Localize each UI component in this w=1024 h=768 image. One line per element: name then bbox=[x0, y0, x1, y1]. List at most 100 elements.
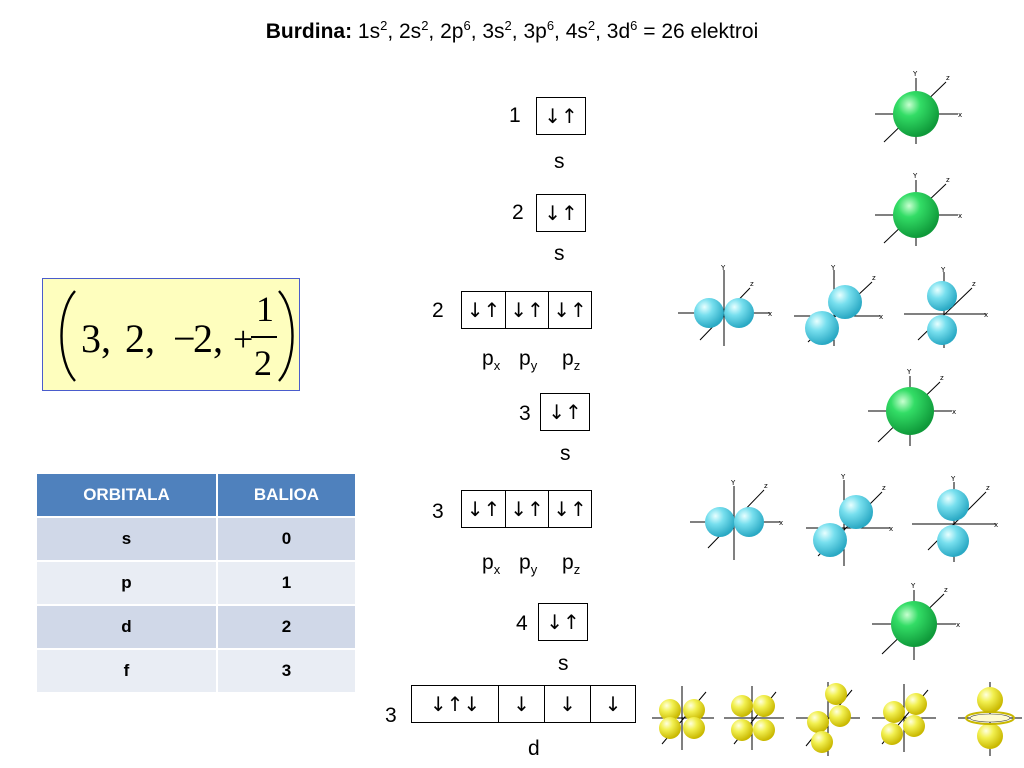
py-orbital-icon: Y x z bbox=[806, 473, 893, 566]
orbital-box-cell: ↓↑ bbox=[544, 104, 578, 128]
level-3d-box: ↓↑↓ ↓ ↓ ↓ bbox=[411, 685, 636, 723]
orbital-value-table: ORBITALA BALIOA s 0 p 1 d 2 f 3 bbox=[37, 474, 358, 692]
formula-numerator: 1 bbox=[256, 289, 274, 329]
orbital-box-cell: ↓↑ bbox=[548, 400, 582, 424]
svg-text:z: z bbox=[946, 74, 950, 82]
orbital-box-cell: ↓ bbox=[498, 686, 544, 722]
title-config-4: , 3p6 bbox=[511, 18, 555, 43]
s-orbital-icon: Y x z bbox=[872, 582, 960, 660]
level-3s-number: 3 bbox=[519, 402, 531, 425]
level-2p-label-px: px bbox=[482, 347, 501, 374]
d-orbital-icon-5 bbox=[958, 682, 1022, 756]
level-4s-box: ↓↑ bbox=[538, 603, 588, 641]
orbital-box-cell: ↓↑ bbox=[548, 292, 591, 328]
svg-text:z: z bbox=[872, 274, 876, 282]
level-1s-box: ↓↑ bbox=[536, 97, 586, 135]
level-3p-label-px: px bbox=[482, 551, 501, 578]
table-row: f 3 bbox=[37, 648, 358, 692]
table-cell-value: 3 bbox=[216, 648, 358, 692]
level-3p-label-pz: pz bbox=[562, 551, 581, 578]
formula-ml: 2, bbox=[193, 316, 223, 361]
svg-text:x: x bbox=[952, 408, 956, 416]
table-cell-value: 1 bbox=[216, 560, 358, 605]
px-orbital-icon: Y x z bbox=[678, 264, 772, 346]
svg-text:x: x bbox=[889, 525, 893, 533]
level-1s-number: 1 bbox=[509, 104, 521, 127]
pz-orbital-icon: Y x z bbox=[912, 475, 998, 562]
table-cell-orbital: d bbox=[37, 604, 218, 649]
level-2p-number: 2 bbox=[432, 299, 444, 322]
svg-text:x: x bbox=[956, 621, 960, 629]
s-orbital-icon: Y x z bbox=[875, 172, 962, 246]
orbital-box-cell: ↓↑ bbox=[546, 610, 580, 634]
level-3s-box: ↓↑ bbox=[540, 393, 590, 431]
orbital-box-cell: ↓↑↓ bbox=[429, 692, 481, 716]
title-config-6: , 3d6 bbox=[595, 18, 638, 43]
table-row: p 1 bbox=[37, 560, 358, 605]
title-config-0: 1s2 bbox=[352, 18, 388, 43]
svg-text:z: z bbox=[764, 482, 768, 490]
formula-plus: + bbox=[233, 319, 253, 359]
page-title: Burdina: 1s2, 2s2, 2p6, 3s2, 3p6, 4s2, 3… bbox=[0, 18, 1024, 44]
title-config-5: , 4s2 bbox=[554, 18, 596, 43]
svg-text:z: z bbox=[882, 484, 886, 492]
svg-text:z: z bbox=[940, 374, 944, 382]
d-orbital-icon-4 bbox=[872, 684, 936, 752]
px-orbital-icon: Y x z bbox=[690, 479, 783, 560]
svg-text:x: x bbox=[994, 521, 998, 529]
table-cell-value: 2 bbox=[216, 604, 358, 649]
orbital-box-cell: ↓↑ bbox=[466, 298, 501, 322]
title-total: = 26 elektroi bbox=[637, 20, 759, 43]
d-orbital-icon-2 bbox=[724, 686, 784, 750]
d-orbital-icon-3 bbox=[796, 682, 860, 756]
svg-text:Y: Y bbox=[940, 266, 946, 274]
s-orbital-icon: Y x z bbox=[875, 70, 962, 144]
svg-text:z: z bbox=[986, 484, 990, 492]
title-element: Burdina: bbox=[265, 20, 353, 43]
svg-text:z: z bbox=[944, 586, 948, 594]
level-3p-box: ↓↑ ↓↑ ↓↑ bbox=[461, 490, 592, 528]
svg-text:Y: Y bbox=[950, 475, 956, 483]
level-3d-number: 3 bbox=[385, 704, 397, 727]
level-3p-label-py: py bbox=[519, 551, 538, 578]
level-2s-label: s bbox=[554, 242, 565, 265]
quantum-numbers-formula: 3, 2, − 2, + 1 2 bbox=[42, 278, 300, 391]
right-paren bbox=[278, 290, 294, 382]
svg-text:x: x bbox=[768, 310, 772, 318]
table-cell-orbital: f bbox=[37, 648, 218, 692]
s-orbital-icon: Y x z bbox=[868, 368, 956, 446]
svg-text:z: z bbox=[946, 176, 950, 184]
table-header-row: ORBITALA BALIOA bbox=[37, 474, 358, 517]
svg-text:Y: Y bbox=[720, 264, 726, 272]
level-4s-number: 4 bbox=[516, 612, 528, 635]
level-2s-number: 2 bbox=[512, 201, 524, 224]
svg-text:x: x bbox=[958, 212, 962, 220]
orbital-box-cell: ↓↑ bbox=[548, 491, 591, 527]
pz-orbital-icon: Y x z bbox=[904, 266, 988, 348]
formula-n: 3, bbox=[81, 316, 111, 361]
d-orbital-icon-1 bbox=[652, 686, 714, 750]
svg-text:Y: Y bbox=[912, 172, 918, 180]
orbital-box-cell: ↓ bbox=[590, 686, 635, 722]
left-paren bbox=[60, 290, 76, 382]
svg-text:x: x bbox=[984, 311, 988, 319]
table-cell-value: 0 bbox=[216, 516, 358, 561]
orbital-box-cell: ↓↑ bbox=[544, 201, 578, 225]
level-2p-box: ↓↑ ↓↑ ↓↑ bbox=[461, 291, 592, 329]
level-3d-label: d bbox=[528, 737, 540, 760]
title-config-2: , 2p6 bbox=[428, 18, 471, 43]
level-3s-label: s bbox=[560, 442, 571, 465]
svg-text:Y: Y bbox=[912, 70, 918, 78]
svg-text:Y: Y bbox=[730, 479, 736, 487]
level-4s-label: s bbox=[558, 652, 569, 675]
py-orbital-icon: Y x z bbox=[794, 264, 883, 346]
level-2p-label-pz: pz bbox=[562, 347, 581, 374]
svg-text:Y: Y bbox=[840, 473, 846, 481]
svg-text:Y: Y bbox=[910, 582, 916, 590]
title-config-3: , 3s2 bbox=[470, 18, 512, 43]
table-cell-orbital: s bbox=[37, 516, 218, 561]
formula-denominator: 2 bbox=[254, 343, 272, 383]
formula-minus: − bbox=[173, 316, 196, 361]
orbital-box-cell: ↓↑ bbox=[505, 491, 548, 527]
column-header-orbital: ORBITALA bbox=[37, 474, 218, 517]
